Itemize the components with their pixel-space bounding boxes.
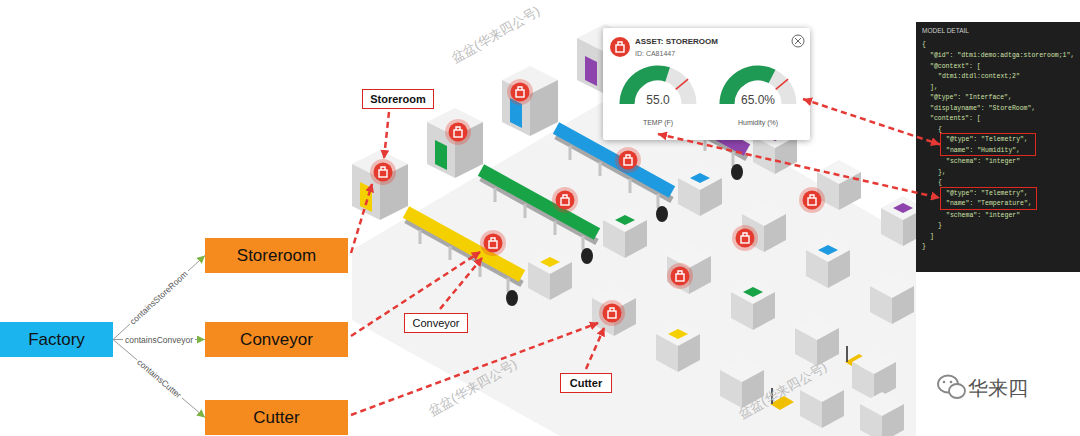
asset-icon <box>732 225 758 251</box>
asset-icon <box>370 159 396 185</box>
asset-icon <box>667 263 693 289</box>
connector <box>113 340 205 418</box>
code-line: "@type": "Interface", <box>930 93 1012 103</box>
edge-label: containsConveyor <box>123 334 195 345</box>
code-line: } <box>938 221 942 231</box>
edge-label: containsStoreRoom <box>126 267 192 328</box>
asset-icon <box>445 119 471 145</box>
twin-model-box: Cutter <box>205 400 348 435</box>
asset-icon <box>799 187 825 213</box>
node-text: "@type": "Telemetry", <box>946 189 1028 199</box>
brand-mark: 华来四 <box>968 375 1028 402</box>
code-line: "schema": "integer" <box>946 157 1020 167</box>
machine <box>860 392 904 436</box>
node-text: ASSET: STOREROOM <box>635 37 718 46</box>
asset-icon <box>599 300 625 326</box>
node-text: "@type": "Telemetry", <box>946 135 1028 145</box>
code-line: "contents": [ <box>930 114 981 124</box>
code-line: }, <box>938 168 946 178</box>
leader-lines <box>351 112 604 415</box>
twin-model-box: Storeroom <box>205 238 348 273</box>
highlight-box: "@type": "Telemetry","name": "Temperatur… <box>940 187 1037 210</box>
node-text: MODEL DETAIL <box>922 27 969 34</box>
asset-icon <box>615 147 641 173</box>
node-text: Conveyor <box>412 317 459 329</box>
machine <box>852 350 896 400</box>
wechat-logo <box>938 376 965 399</box>
gauge: 55.0TEMP (F) <box>613 64 703 134</box>
code-line: ] <box>930 232 934 242</box>
callout-label: Conveyor <box>404 313 468 333</box>
code-line: "@context": [ <box>930 62 981 72</box>
code-line: { <box>938 125 942 135</box>
code-line: { <box>922 40 926 50</box>
node-text: Factory <box>28 330 85 350</box>
node-text: Storeroom <box>237 246 316 266</box>
node-text: "name": "Humidity", <box>946 146 1020 156</box>
code-line: { <box>938 178 942 188</box>
node-text: Conveyor <box>240 330 313 350</box>
edge-label: containsCutter <box>133 355 185 401</box>
factory-floor <box>352 24 916 436</box>
callout-label: Storeroom <box>362 89 434 109</box>
code-line: ], <box>930 83 938 93</box>
node-text: Storeroom <box>370 93 426 105</box>
code-line: "schema": "integer" <box>946 211 1020 221</box>
callout-label: Cutter <box>560 373 612 393</box>
code-line: "dtmi:dtdl:context;2" <box>938 72 1020 82</box>
node-text: Cutter <box>570 377 602 389</box>
watermark: 盆盆(华来四公号) <box>448 2 543 67</box>
connector <box>658 134 940 198</box>
asset-popup: ASSET: STOREROOMID: CA8144755.0TEMP (F)6… <box>603 28 810 140</box>
twin-root-box: Factory <box>0 322 113 357</box>
asset-icon <box>480 230 506 256</box>
production-line <box>427 108 869 368</box>
node-text: Humidity (%) <box>738 119 778 126</box>
twin-model-box: Conveyor <box>205 322 348 357</box>
code-line: } <box>922 242 926 252</box>
asset-icon <box>507 79 533 105</box>
node-text: 65.0% <box>741 93 775 107</box>
node-text: 55.0 <box>646 93 669 107</box>
node-text: ID: CA81447 <box>635 50 675 57</box>
code-line: "@id": "dtmi:demo:adtga:storeroom;1", <box>930 51 1074 61</box>
node-text: Cutter <box>253 408 299 428</box>
model-detail-panel: MODEL DETAIL"@type": "Telemetry","name":… <box>916 22 1080 272</box>
code-line: "displayname": "StoreRoom", <box>930 104 1035 114</box>
production-line <box>352 150 794 410</box>
connector <box>113 256 205 340</box>
node-text: "name": "Temperature", <box>946 199 1032 209</box>
highlight-box: "@type": "Telemetry","name": "Humidity", <box>940 133 1036 156</box>
gauge: 65.0% Humidity (%) <box>713 64 803 134</box>
node-text: TEMP (F) <box>643 119 673 126</box>
asset-icon <box>552 187 578 213</box>
